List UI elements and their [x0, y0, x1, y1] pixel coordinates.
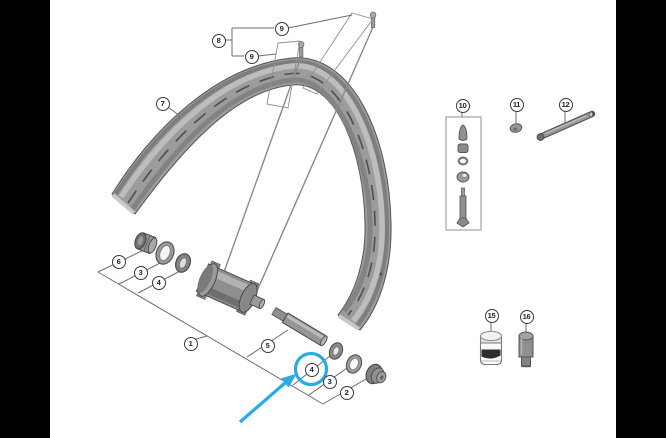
valve-oring	[457, 156, 469, 166]
tool-rod-part-12	[536, 110, 596, 141]
callout-7: 7	[155, 96, 170, 111]
spoke-nipple-2	[369, 11, 377, 28]
callout-4-left: 4	[151, 275, 166, 290]
highlight-circle	[293, 351, 329, 387]
seal-right-part-4	[328, 342, 344, 360]
callout-15: 15	[484, 308, 499, 323]
grease-jar-part-15	[479, 330, 503, 366]
callout-16: 16	[519, 309, 534, 324]
callout-8: 8	[211, 33, 226, 48]
valve-cap	[458, 124, 468, 141]
highlight-arrow-shaft	[238, 381, 287, 424]
spokes	[223, 11, 377, 292]
rim-slot-line	[127, 72, 376, 316]
callout-9-top: 9	[274, 21, 289, 36]
rim-outer-shade	[114, 59, 390, 328]
highlight-annotation	[238, 351, 329, 424]
rim-part	[111, 57, 392, 331]
letterbox-bar-left	[0, 0, 50, 438]
callout-9-bottom: 9	[244, 49, 259, 64]
nipple-bracket-1	[266, 40, 301, 109]
adapter-part-16	[518, 331, 534, 368]
callout-3-left: 3	[133, 265, 148, 280]
jar-label-band	[481, 349, 501, 359]
rim-spoke-hole	[379, 272, 383, 276]
valve-nut	[457, 143, 469, 153]
callout-11: 11	[509, 97, 524, 112]
end-cap-right-part-2	[365, 363, 387, 385]
callout-6: 6	[111, 254, 126, 269]
valve-grommet	[456, 171, 470, 183]
nut-part-11	[509, 123, 523, 133]
rim-brake-track	[118, 63, 385, 323]
axle-part-5	[271, 306, 328, 347]
seal-left-part-4	[174, 253, 192, 273]
spoke-1	[223, 56, 302, 273]
end-cap-left-part-6	[134, 232, 158, 255]
highlight-arrow-head	[281, 373, 297, 388]
washer-left-part-3	[155, 241, 175, 265]
callout-2: 2	[339, 385, 354, 400]
rim-inner-band	[129, 77, 373, 313]
letterbox-bar-right	[616, 0, 666, 438]
valve-stem	[456, 187, 470, 228]
callout-3-right: 3	[322, 374, 337, 389]
nipple-bracket-2	[302, 12, 374, 95]
callout-1: 1	[183, 336, 198, 351]
callout-10: 10	[455, 98, 470, 113]
rim-end-face-left	[111, 193, 136, 215]
callout-12: 12	[558, 97, 573, 112]
spoke-2	[256, 26, 374, 292]
rim-end-face-right	[337, 314, 361, 331]
valve-parts-box-part-10	[445, 116, 482, 231]
callout-5: 5	[260, 338, 275, 353]
callout-4-right-highlighted: 4	[304, 362, 319, 377]
washer-right-part-3	[345, 354, 363, 374]
hub-body-part-1	[195, 260, 266, 316]
